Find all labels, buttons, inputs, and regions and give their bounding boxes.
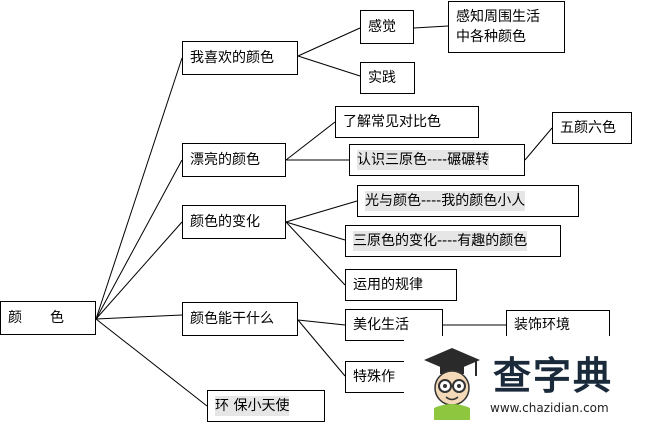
edge-root-like bbox=[95, 57, 183, 320]
node-label: 我喜欢的颜色 bbox=[190, 50, 274, 66]
watermark-url: www.chazidian.com bbox=[490, 401, 609, 415]
mascot-graduate-icon bbox=[424, 348, 480, 420]
node-label: 特殊作 bbox=[353, 369, 395, 385]
node-label: 五颜六色 bbox=[560, 120, 616, 136]
node-feel: 感觉 bbox=[360, 10, 414, 44]
edge-change-three bbox=[285, 221, 346, 241]
watermark-title: 查字典 bbox=[493, 354, 614, 398]
edge-feel-detail bbox=[413, 25, 449, 29]
node-practice: 实践 bbox=[360, 62, 415, 94]
node-three-change: 三原色的变化----有趣的颜色 bbox=[345, 225, 561, 257]
node-label: 实践 bbox=[368, 70, 396, 86]
node-label: 漂亮的颜色 bbox=[190, 152, 260, 168]
edge-root-eco bbox=[95, 318, 208, 407]
edge-pretty-contrast bbox=[285, 121, 336, 161]
node-pretty: 漂亮的颜色 bbox=[182, 143, 286, 177]
edge-like-feel bbox=[297, 27, 361, 57]
node-label: 感觉 bbox=[368, 19, 396, 35]
node-feel-detail: 感知周围生活 中各种颜色 bbox=[448, 1, 565, 53]
edge-root-use bbox=[95, 314, 183, 320]
node-five-six: 五颜六色 bbox=[552, 112, 632, 144]
node-decorate: 装饰环境 bbox=[506, 310, 610, 340]
watermark: 查字典 www.chazidian.com bbox=[404, 336, 649, 426]
node-primaries: 认识三原色----碾碾转 bbox=[349, 144, 525, 176]
node-like: 我喜欢的颜色 bbox=[182, 41, 298, 75]
node-label: 环 保小天使 bbox=[215, 396, 290, 416]
edge-root-pretty bbox=[95, 159, 183, 320]
node-label: 颜色能干什么 bbox=[190, 311, 274, 327]
node-label: 美化生活 bbox=[353, 317, 409, 333]
node-label: 装饰环境 bbox=[514, 317, 570, 333]
feel-detail-line-2: 中各种颜色 bbox=[456, 29, 526, 45]
edge-like-practice bbox=[297, 55, 361, 77]
node-change: 颜色的变化 bbox=[182, 205, 286, 239]
node-label: 认识三原色----碾碾转 bbox=[357, 150, 490, 170]
edge-change-rules bbox=[285, 221, 346, 286]
node-rules: 运用的规律 bbox=[345, 269, 457, 301]
node-label: 三原色的变化----有趣的颜色 bbox=[353, 231, 528, 251]
edge-use-beautify bbox=[297, 319, 346, 326]
node-label: 了解常见对比色 bbox=[343, 114, 441, 130]
node-label: 运用的规律 bbox=[353, 277, 423, 293]
node-beautify: 美化生活 bbox=[345, 309, 443, 341]
edge-change-light bbox=[285, 200, 358, 223]
node-label: 光与颜色----我的颜色小人 bbox=[365, 191, 526, 211]
edge-root-change bbox=[95, 221, 183, 320]
node-label: 颜 色 bbox=[8, 310, 64, 326]
edge-use-special bbox=[297, 319, 346, 377]
node-use: 颜色能干什么 bbox=[182, 302, 298, 336]
node-eco: 环 保小天使 bbox=[207, 390, 325, 422]
edge-primaries-five bbox=[524, 127, 553, 161]
feel-detail-line-1: 感知周围生活 bbox=[456, 9, 540, 25]
node-root: 颜 色 bbox=[0, 301, 96, 335]
node-label: 颜色的变化 bbox=[190, 214, 260, 230]
node-light: 光与颜色----我的颜色小人 bbox=[357, 185, 579, 217]
node-contrast: 了解常见对比色 bbox=[335, 106, 479, 138]
